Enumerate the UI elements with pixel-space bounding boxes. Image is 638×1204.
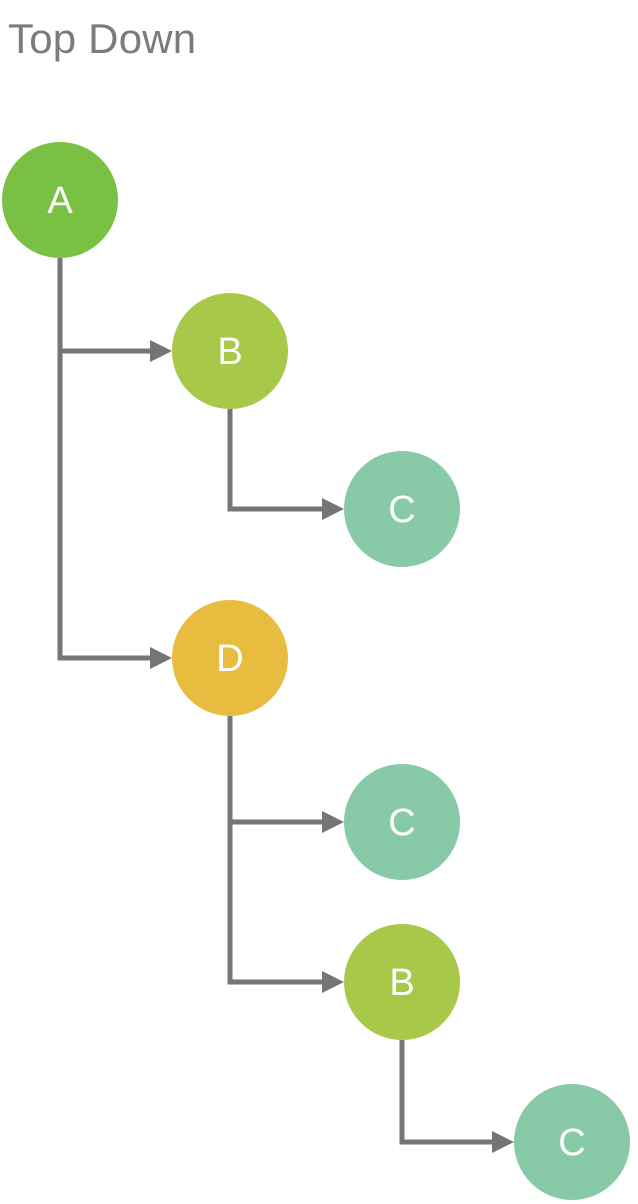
page-title: Top Down: [8, 15, 197, 62]
node-circle[interactable]: [344, 924, 460, 1040]
arrow-head-icon: [150, 340, 172, 362]
node-b[interactable]: B: [172, 293, 288, 409]
edge-line: [399, 1040, 494, 1145]
edge-line: [227, 716, 324, 825]
edge-a-to-d: [57, 258, 172, 669]
edge-d-to-c: [227, 716, 344, 833]
arrow-head-icon: [322, 498, 344, 520]
arrow-head-icon: [492, 1131, 514, 1153]
node-c[interactable]: C: [514, 1084, 630, 1200]
node-label: D: [216, 638, 243, 680]
node-circle[interactable]: [514, 1084, 630, 1200]
edge-b-to-c: [399, 1040, 514, 1153]
nodes-layer: A B C D C B C: [2, 142, 630, 1200]
edge-line: [57, 258, 152, 661]
node-b[interactable]: B: [344, 924, 460, 1040]
node-circle[interactable]: [2, 142, 118, 258]
edge-b-to-c: [227, 409, 344, 520]
node-d[interactable]: D: [172, 600, 288, 716]
node-label: A: [47, 180, 73, 222]
node-label: B: [389, 962, 414, 1004]
arrow-head-icon: [322, 971, 344, 993]
edge-d-to-b: [227, 716, 344, 993]
edges-layer: [57, 258, 514, 1153]
node-label: C: [558, 1122, 585, 1164]
edge-a-to-b: [57, 258, 172, 362]
node-label: C: [388, 802, 415, 844]
arrow-head-icon: [150, 647, 172, 669]
node-circle[interactable]: [172, 293, 288, 409]
edge-line: [57, 258, 152, 354]
node-c[interactable]: C: [344, 764, 460, 880]
node-a[interactable]: A: [2, 142, 118, 258]
node-label: C: [388, 489, 415, 531]
node-label: B: [217, 331, 242, 373]
node-circle[interactable]: [172, 600, 288, 716]
edge-line: [227, 716, 324, 985]
edge-line: [227, 409, 324, 512]
node-circle[interactable]: [344, 451, 460, 567]
arrow-head-icon: [322, 811, 344, 833]
node-circle[interactable]: [344, 764, 460, 880]
node-c[interactable]: C: [344, 451, 460, 567]
